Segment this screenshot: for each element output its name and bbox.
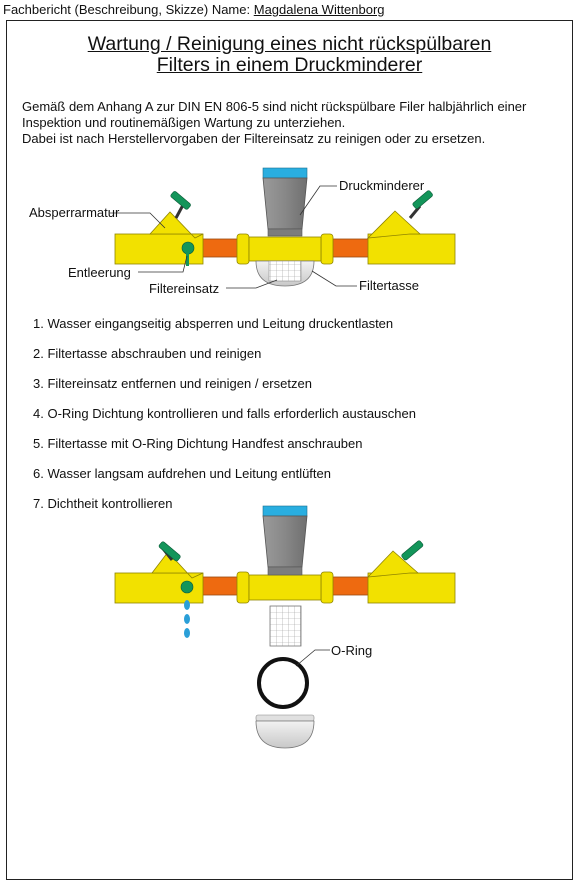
- o-ring: [257, 657, 309, 709]
- step-6: 6. Wasser langsam aufdrehen und Leitung …: [33, 466, 331, 481]
- label-absperrarmatur: Absperrarmatur: [29, 205, 120, 220]
- diagram-2: O-Ring: [114, 505, 456, 749]
- pipe-right-2: [329, 576, 371, 596]
- shutoff-valve-left-2: [114, 541, 204, 604]
- pressure-reducer-1: [236, 167, 334, 287]
- filter-bowl-removed: [255, 714, 315, 749]
- header-label: Fachbericht (Beschreibung, Skizze) Name:: [3, 2, 251, 17]
- filter-insert-removed: [269, 605, 302, 647]
- label-filtertasse: Filtertasse: [359, 278, 419, 293]
- author-name: Magdalena Wittenborg: [253, 2, 385, 17]
- pipe-right: [329, 238, 371, 258]
- diagram-1: Absperrarmatur Druckminderer Entleerung …: [29, 167, 456, 296]
- intro-line-3: Dabei ist nach Herstellervorgaben der Fi…: [22, 131, 486, 146]
- intro-line-1: Gemäß dem Anhang A zur DIN EN 806-5 sind…: [22, 99, 527, 114]
- report-header: Fachbericht (Beschreibung, Skizze) Name:…: [3, 2, 385, 17]
- filter-insert-1: [268, 260, 302, 282]
- drain-valve-2: [180, 580, 194, 594]
- title-line-2: Filters in einem Druckminderer: [156, 54, 423, 76]
- reducer-cap: [262, 167, 308, 179]
- shutoff-valve-right-2: [366, 540, 456, 604]
- label-filtereinsatz: Filtereinsatz: [149, 281, 219, 296]
- label-entleerung: Entleerung: [68, 265, 131, 280]
- step-2: 2. Filtertasse abschrauben und reinigen: [33, 346, 262, 361]
- pressure-reducer-2: [236, 505, 334, 604]
- pipe-left-2: [199, 576, 241, 596]
- intro-line-2: Inspektion und routinemäßigen Wartung zu…: [22, 115, 346, 130]
- label-druckminderer: Druckminderer: [339, 178, 425, 193]
- step-7: 7. Dichtheit kontrollieren: [33, 496, 173, 511]
- title-line-1: Wartung / Reinigung eines nicht rückspül…: [87, 33, 492, 55]
- step-3: 3. Filtereinsatz entfernen und reinigen …: [33, 376, 312, 391]
- step-1: 1. Wasser eingangseitig absperren und Le…: [33, 316, 394, 331]
- intro-text: Gemäß dem Anhang A zur DIN EN 806-5 sind…: [22, 99, 567, 147]
- step-5: 5. Filtertasse mit O-Ring Dichtung Handf…: [33, 436, 363, 451]
- content-frame: [6, 20, 573, 880]
- water-drops: [184, 600, 190, 638]
- pipe-left: [199, 238, 241, 258]
- label-o-ring: O-Ring: [331, 643, 372, 658]
- reducer-cap-2: [262, 505, 308, 517]
- shutoff-valve-left: [114, 191, 204, 266]
- step-4: 4. O-Ring Dichtung kontrollieren und fal…: [33, 406, 416, 421]
- shutoff-valve-right: [366, 190, 456, 265]
